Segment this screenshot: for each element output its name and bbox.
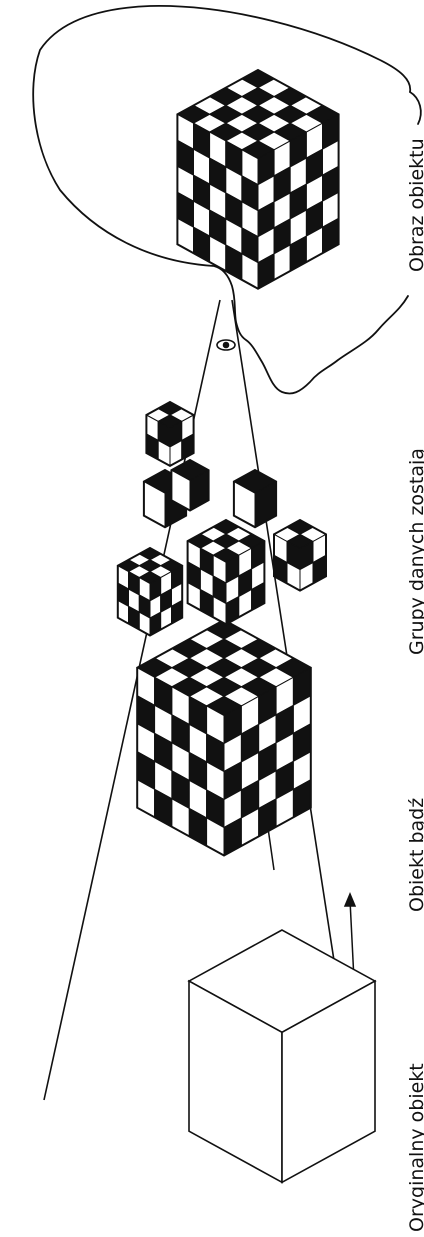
ear	[410, 92, 421, 124]
broken-checkered-blocks	[118, 402, 326, 636]
eye-icon	[217, 340, 235, 350]
caption-data-groups: Grupy danych zostają	[406, 448, 424, 655]
caption-object-image: Obraz obiektu	[406, 138, 424, 272]
checkered-cube-inside-head	[177, 70, 338, 289]
caption-object-or-event: Obiekt bądź	[406, 798, 424, 912]
checkered-cube	[137, 620, 311, 856]
original-cube	[189, 930, 375, 1182]
caption-original-object: Oryginalny obiekt	[406, 1063, 424, 1232]
